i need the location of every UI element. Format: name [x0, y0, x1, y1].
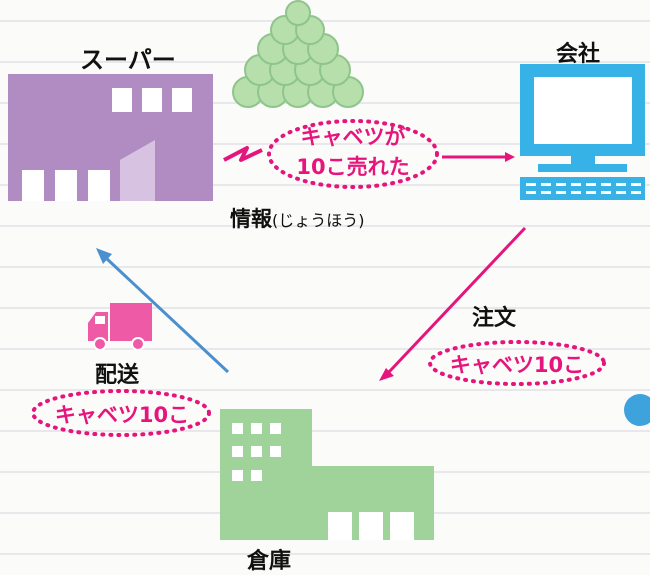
info-label: 情報(じょうほう)	[230, 203, 365, 233]
warehouse-label: 倉庫	[247, 549, 292, 574]
order-arrow	[387, 226, 527, 374]
computer-monitor	[520, 64, 645, 200]
lightning-icon	[223, 146, 263, 162]
company-label: 会社	[556, 42, 601, 67]
info-bubble-text: キャベツが 10こ売れた	[283, 122, 423, 182]
pin-decoration	[624, 394, 650, 426]
truck-icon	[88, 303, 152, 351]
info-bubble-line2: 10こ売れた	[296, 155, 410, 179]
cabbage-pile	[232, 0, 364, 108]
delivery-label: 配送	[95, 363, 140, 388]
info-label-main: 情報	[230, 207, 272, 231]
info-bubble-outline	[267, 119, 439, 189]
delivery-bubble-outline	[31, 389, 211, 437]
supermarket-building	[8, 74, 213, 201]
info-label-reading: (じょうほう)	[272, 211, 365, 230]
info-bubble-line1: キャベツが	[300, 125, 406, 149]
delivery-arrow	[104, 256, 230, 374]
order-bubble-outline	[428, 340, 606, 386]
supermarket-label: スーパー	[80, 46, 176, 74]
delivery-bubble-text: キャベツ10こ	[54, 403, 190, 427]
order-bubble-text: キャベツ10こ	[449, 353, 585, 377]
warehouse-building	[220, 409, 434, 540]
order-label: 注文	[472, 306, 517, 331]
